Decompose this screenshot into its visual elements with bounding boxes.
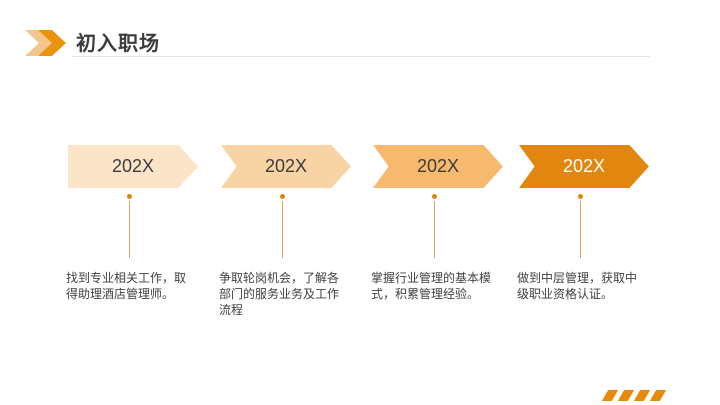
- slash-icon: [617, 390, 635, 401]
- slash-icon: [649, 390, 667, 401]
- connector-dot: [432, 194, 437, 199]
- connector: [578, 194, 583, 258]
- connector-line: [129, 201, 130, 258]
- connector-line: [580, 201, 581, 258]
- title-divider: [72, 56, 650, 57]
- milestone-item: 202X 掌握行业管理的基本模式，积累管理经验。: [371, 145, 511, 360]
- milestone-description: 掌握行业管理的基本模式，积累管理经验。: [371, 271, 492, 301]
- milestone-description: 找到专业相关工作，取得助理酒店管理师。: [66, 271, 187, 301]
- connector: [432, 194, 437, 258]
- year-label: 202X: [562, 156, 606, 176]
- year-label: 202X: [264, 156, 308, 176]
- milestone-description: 争取轮岗机会，了解各部门的服务业务及工作流程: [219, 271, 340, 317]
- year-label: 202X: [416, 156, 460, 176]
- double-chevron-right-icon: [25, 30, 67, 56]
- connector: [280, 194, 285, 258]
- year-arrow-shape: 202X: [519, 145, 649, 188]
- slide-title: 初入职场: [76, 33, 160, 55]
- connector-line: [434, 201, 435, 258]
- four-diagonal-slashes-icon: [601, 390, 667, 401]
- connector-dot: [280, 194, 285, 199]
- connector-line: [282, 201, 283, 258]
- connector-dot: [578, 194, 583, 199]
- milestone-description: 做到中层管理，获取中级职业资格认证。: [517, 271, 638, 301]
- year-arrow-shape: 202X: [221, 145, 351, 188]
- slash-icon: [633, 390, 651, 401]
- slash-icon: [601, 390, 619, 401]
- milestone-item: 202X 做到中层管理，获取中级职业资格认证。: [517, 145, 657, 360]
- milestone-item: 202X 争取轮岗机会，了解各部门的服务业务及工作流程: [219, 145, 359, 360]
- connector-dot: [127, 194, 132, 199]
- year-label: 202X: [111, 156, 155, 176]
- year-arrow-shape: 202X: [373, 145, 503, 188]
- connector: [127, 194, 132, 258]
- year-arrow-shape: 202X: [68, 145, 198, 188]
- milestone-item: 202X 找到专业相关工作，取得助理酒店管理师。: [66, 145, 206, 360]
